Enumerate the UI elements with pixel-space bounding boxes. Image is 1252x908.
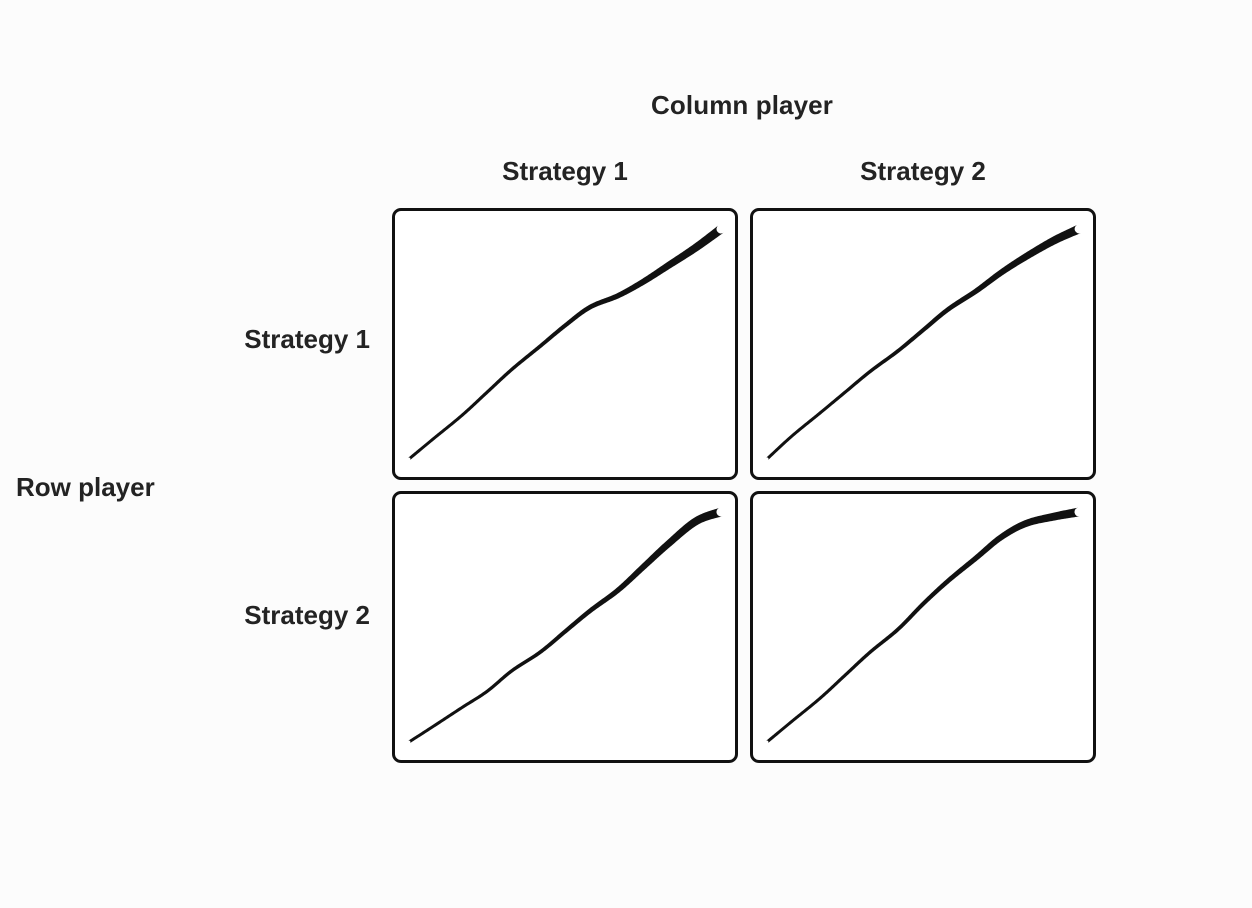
curve-path-row1-col1 xyxy=(408,225,724,461)
panel-row1-col1 xyxy=(392,208,738,480)
column-header-strategy-2: Strategy 2 xyxy=(860,156,986,186)
curve-path-row2-col1 xyxy=(408,507,723,744)
row-header-strategy-2: Strategy 2 xyxy=(244,600,370,630)
curve-plot-row1-col2 xyxy=(765,224,1081,461)
curve-plot-row2-col2 xyxy=(766,507,1080,744)
column-player-title: Column player xyxy=(651,90,833,120)
curve-path-row2-col2 xyxy=(766,507,1080,744)
row-header-strategy-1: Strategy 1 xyxy=(244,324,370,354)
column-header-strategy-1: Strategy 1 xyxy=(502,156,628,186)
row-player-title: Row player xyxy=(16,472,155,502)
curve-plot-row1-col1 xyxy=(408,225,724,461)
curve-plot-row2-col1 xyxy=(408,507,723,744)
curve-path-row1-col2 xyxy=(765,224,1081,461)
panel-row2-col1 xyxy=(392,491,738,763)
panel-row1-col2 xyxy=(750,208,1096,480)
panel-row2-col2 xyxy=(750,491,1096,763)
